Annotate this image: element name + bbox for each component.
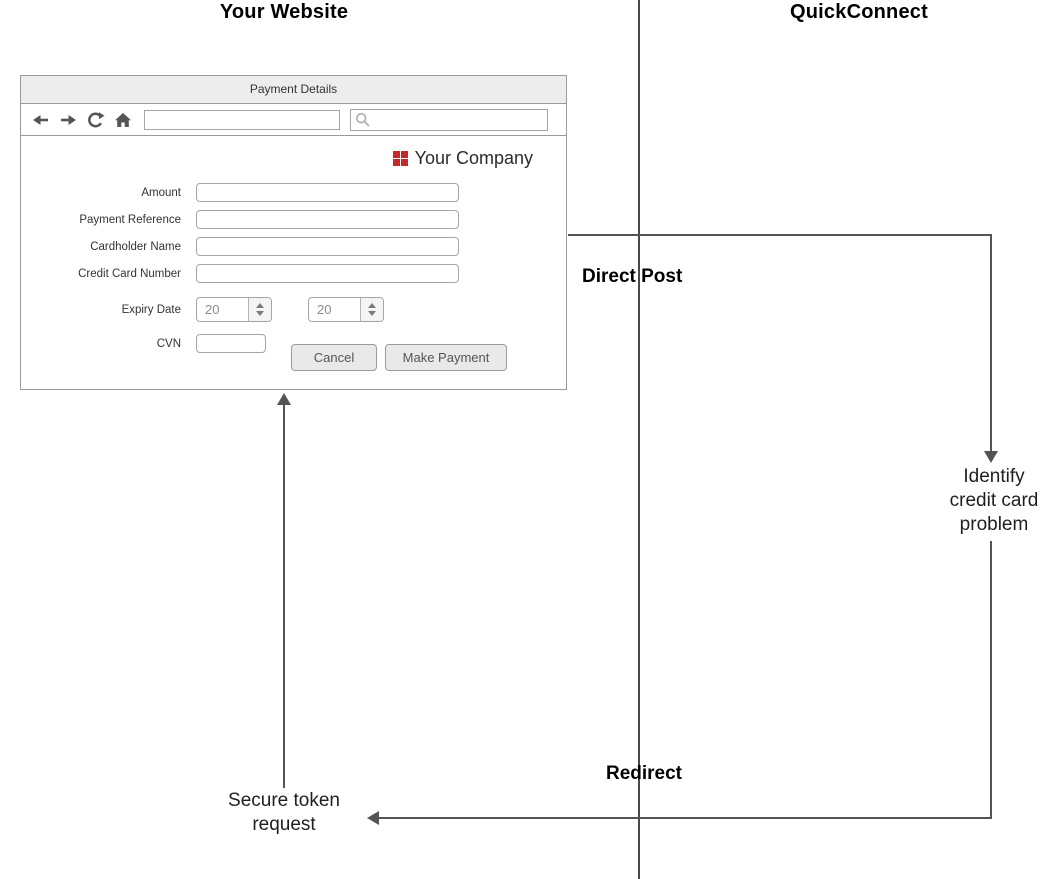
expiry-month-stepper[interactable]: 20 (196, 297, 272, 322)
arrow-left-icon (367, 811, 379, 825)
red-grid-logo-icon (392, 151, 408, 166)
credit-card-number-label: Credit Card Number (78, 267, 181, 280)
redirect-line-horizontal (378, 817, 992, 819)
expiry-date-label: Expiry Date (121, 303, 181, 316)
company-logo: Your Company (392, 148, 533, 169)
cardholder-name-label: Cardholder Name (90, 240, 181, 253)
cvn-input[interactable] (196, 334, 266, 353)
credit-card-number-input[interactable] (196, 264, 459, 283)
right-column-title: QuickConnect (790, 1, 928, 23)
identify-problem-note: Identify credit card problem (928, 465, 1060, 537)
cvn-label: CVN (156, 337, 181, 350)
home-icon[interactable] (114, 112, 132, 128)
expiry-year-stepper[interactable]: 20 (308, 297, 384, 322)
secure-token-note: Secure token request (199, 789, 369, 837)
secure-token-line-2: request (252, 814, 316, 835)
payment-reference-input[interactable] (196, 210, 459, 229)
identify-line-2: credit card (949, 490, 1039, 511)
make-payment-button[interactable]: Make Payment (385, 344, 507, 371)
stepper-arrows-icon[interactable] (248, 298, 271, 321)
secure-token-line-1: Secure token (228, 790, 340, 811)
column-divider-line (638, 0, 640, 879)
amount-input[interactable] (196, 183, 459, 202)
company-logo-text: Your Company (414, 148, 533, 168)
cardholder-name-row: Cardholder Name (21, 237, 459, 256)
expiry-year-value: 20 (317, 302, 332, 317)
direct-post-line-horizontal (568, 234, 992, 236)
redirect-line-vertical (990, 541, 992, 819)
cvn-row: CVN (21, 334, 266, 353)
amount-row: Amount (21, 183, 459, 202)
search-input[interactable] (371, 110, 547, 129)
payment-reference-row: Payment Reference (21, 210, 459, 229)
forward-icon[interactable] (59, 112, 78, 128)
browser-window: Payment Details (20, 75, 567, 390)
expiry-date-row: Expiry Date 20 20 (21, 297, 384, 322)
expiry-month-value: 20 (205, 302, 220, 317)
search-icon (355, 112, 371, 128)
back-icon[interactable] (31, 112, 50, 128)
amount-label: Amount (141, 186, 181, 199)
cancel-button[interactable]: Cancel (291, 344, 377, 371)
browser-navbar (21, 104, 566, 136)
search-box[interactable] (350, 108, 548, 131)
arrow-down-icon (984, 451, 998, 463)
identify-line-3: problem (959, 514, 1029, 535)
left-column-title: Your Website (219, 1, 349, 23)
redirect-label: Redirect (605, 763, 683, 784)
secure-token-line-vertical (283, 404, 285, 788)
payment-reference-label: Payment Reference (79, 213, 181, 226)
browser-title: Payment Details (21, 76, 566, 104)
arrow-up-icon (277, 393, 291, 405)
direct-post-line-vertical (990, 234, 992, 453)
identify-line-1: Identify (963, 466, 1025, 487)
refresh-icon[interactable] (87, 111, 105, 129)
stepper-arrows-icon[interactable] (360, 298, 383, 321)
cardholder-name-input[interactable] (196, 237, 459, 256)
direct-post-label: Direct Post (582, 266, 683, 287)
address-bar-input[interactable] (144, 109, 340, 130)
credit-card-number-row: Credit Card Number (21, 264, 459, 283)
